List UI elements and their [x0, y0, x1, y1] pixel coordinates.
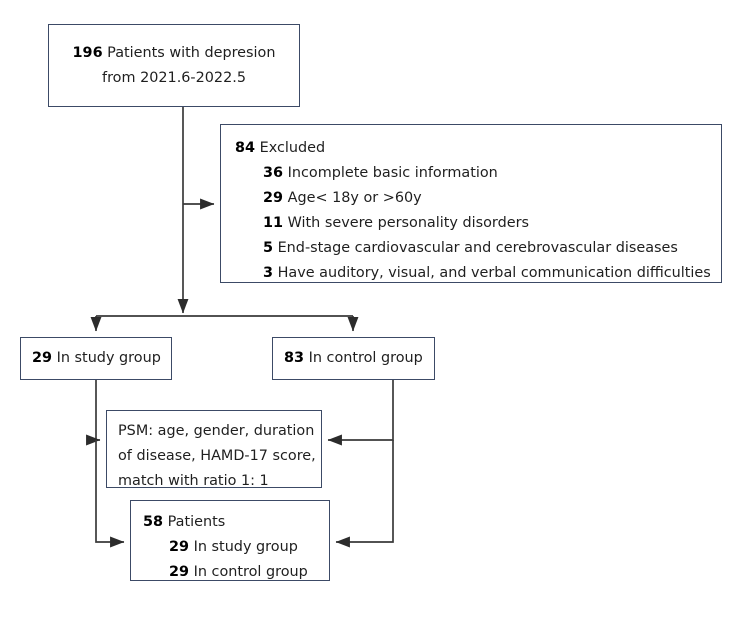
source-line-1: 196 Patients with depresion: [73, 41, 276, 66]
reason-text: Have auditory, visual, and verbal commun…: [277, 265, 711, 281]
control-group-count: 83: [284, 350, 305, 366]
wire-study-to-result: [95, 440, 125, 548]
wire-study-to-psm: [86, 380, 101, 446]
result-group-line: 29 In control group: [143, 560, 329, 585]
source-line-2: from 2021.6-2022.5: [102, 66, 246, 91]
psm-line: match with ratio 1: 1: [118, 473, 269, 489]
result-label: Patients: [167, 514, 226, 530]
excluded-label: Excluded: [259, 140, 326, 156]
study-group-box: 29 In study group: [20, 337, 172, 380]
reason-text: End-stage cardiovascular and cerebrovasc…: [277, 240, 678, 256]
control-group-line: 83 In control group: [284, 346, 423, 371]
study-group-count: 29: [32, 350, 53, 366]
source-period: from 2021.6-2022.5: [102, 69, 246, 86]
result-group-count: 29: [169, 539, 190, 555]
result-header: 58 Patients: [143, 510, 329, 535]
reason-count: 3: [263, 265, 274, 281]
reason-text: Age< 18y or >60y: [287, 190, 422, 206]
excluded-reason: 29 Age< 18y or >60y: [235, 186, 721, 211]
study-group-line: 29 In study group: [32, 346, 161, 371]
reason-count: 29: [263, 190, 284, 206]
excluded-reason: 11 With severe personality disorders: [235, 211, 721, 236]
result-group-label: In control group: [193, 564, 308, 580]
control-group-label: In control group: [308, 350, 423, 366]
reason-text: Incomplete basic information: [287, 165, 498, 181]
result-count: 58: [143, 514, 164, 530]
excluded-header: 84 Excluded: [235, 136, 721, 161]
source-count: 196: [72, 44, 103, 61]
wire-control-to-psm: [327, 380, 394, 446]
reason-count: 5: [263, 240, 274, 256]
excluded-count: 84: [235, 140, 256, 156]
excluded-reason: 36 Incomplete basic information: [235, 161, 721, 186]
reason-text: With severe personality disorders: [287, 215, 529, 231]
result-group-label: In study group: [193, 539, 298, 555]
study-group-label: In study group: [56, 350, 161, 366]
wire-control-to-result: [335, 440, 394, 548]
excluded-box: 84 Excluded 36 Incomplete basic informat…: [220, 124, 722, 283]
excluded-reason: 5 End-stage cardiovascular and cerebrova…: [235, 236, 721, 261]
source-text: Patients with depresion: [107, 44, 276, 61]
reason-count: 11: [263, 215, 284, 231]
excluded-reason: 3 Have auditory, visual, and verbal comm…: [235, 261, 721, 286]
psm-method-box: PSM: age, gender, duration of disease, H…: [106, 410, 322, 489]
reason-count: 36: [263, 165, 284, 181]
psm-line: of disease, HAMD-17 score,: [118, 448, 316, 464]
control-group-box: 83 In control group: [272, 337, 435, 380]
result-group-count: 29: [169, 564, 190, 580]
result-group-line: 29 In study group: [143, 535, 329, 560]
matched-result-box: 58 Patients 29 In study group 29 In cont…: [130, 500, 330, 581]
psm-line: PSM: age, gender, duration: [118, 423, 315, 439]
source-population-box: 196 Patients with depresion from 2021.6-…: [48, 24, 300, 107]
